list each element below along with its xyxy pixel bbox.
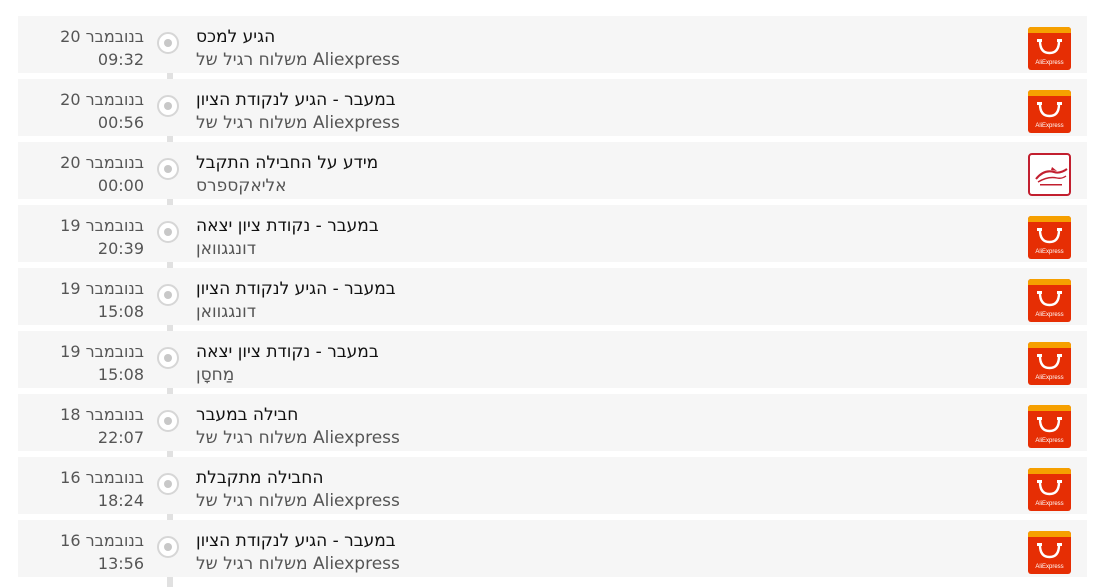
event-location: דונגגוואן xyxy=(196,302,256,322)
event-status: במעבר - הגיע לנקודת הציון xyxy=(196,531,396,551)
event-location: Aliexpress משלוח רגיל של xyxy=(196,113,400,133)
event-date: בנובמבר 18 xyxy=(60,405,144,424)
event-time: 13:56 xyxy=(97,554,144,573)
timeline-dot-icon xyxy=(157,347,179,369)
aliexpress-icon: AliExpress xyxy=(1028,468,1071,511)
event-time: 15:08 xyxy=(97,302,144,321)
aliexpress-logo-text: AliExpress xyxy=(1035,60,1064,66)
event-location: Aliexpress משלוח רגיל של xyxy=(196,428,400,448)
event-time: 00:56 xyxy=(97,113,144,132)
event-time: 15:08 xyxy=(97,365,144,384)
event-location: אליאקספרס xyxy=(196,176,287,196)
event-time: 00:00 xyxy=(97,176,144,195)
aliexpress-icon: AliExpress xyxy=(1028,90,1071,133)
event-date: בנובמבר 16 xyxy=(60,468,144,487)
timeline-dot-icon xyxy=(157,158,179,180)
event-status: הגיע למכס xyxy=(196,27,276,47)
tracking-timeline: בנובמבר 20 09:32 הגיע למכס Aliexpress מש… xyxy=(18,16,1087,587)
aliexpress-logo-text: AliExpress xyxy=(1035,312,1064,318)
event-status: במעבר - הגיע לנקודת הציון xyxy=(196,90,396,110)
event-location: דונגגוואן xyxy=(196,239,256,259)
timeline-dot-icon xyxy=(157,284,179,306)
event-status: חבילה במעבר xyxy=(196,405,299,425)
event-status: במעבר - הגיע לנקודת הציון xyxy=(196,279,396,299)
event-location: Aliexpress משלוח רגיל של xyxy=(196,491,400,511)
aliexpress-icon: AliExpress xyxy=(1028,279,1071,322)
event-time: 20:39 xyxy=(97,239,144,258)
aliexpress-icon: AliExpress xyxy=(1028,405,1071,448)
timeline-dot-icon xyxy=(157,410,179,432)
event-time: 22:07 xyxy=(97,428,144,447)
event-date: בנובמבר 20 xyxy=(60,90,144,109)
event-location: Aliexpress משלוח רגיל של xyxy=(196,554,400,574)
timeline-event: בנובמבר 19 15:08 במעבר - נקודת ציון יצאה… xyxy=(18,331,1087,388)
event-time: 18:24 xyxy=(97,491,144,510)
event-status: מידע על החבילה התקבל xyxy=(196,153,379,173)
aliexpress-logo-text: AliExpress xyxy=(1035,249,1064,255)
aliexpress-icon: AliExpress xyxy=(1028,216,1071,259)
timeline-event: בנובמבר 20 00:56 במעבר - הגיע לנקודת הצי… xyxy=(18,79,1087,136)
event-status: החבילה מתקבלת xyxy=(196,468,324,488)
timeline-dot-icon xyxy=(157,536,179,558)
timeline-event: בנובמבר 19 20:39 במעבר - נקודת ציון יצאה… xyxy=(18,205,1087,262)
timeline-event: בנובמבר 16 13:56 במעבר - הגיע לנקודת הצי… xyxy=(18,520,1087,577)
aliexpress-logo-text: AliExpress xyxy=(1035,501,1064,507)
event-location: מַחסָן xyxy=(196,365,235,385)
timeline-event: בנובמבר 20 09:32 הגיע למכס Aliexpress מש… xyxy=(18,16,1087,73)
timeline-event: בנובמבר 16 18:24 החבילה מתקבלת Aliexpres… xyxy=(18,457,1087,514)
event-status: במעבר - נקודת ציון יצאה xyxy=(196,342,379,362)
event-time: 09:32 xyxy=(97,50,144,69)
aliexpress-icon: AliExpress xyxy=(1028,27,1071,70)
aliexpress-icon: AliExpress xyxy=(1028,531,1071,574)
timeline-dot-icon xyxy=(157,221,179,243)
event-date: בנובמבר 19 xyxy=(60,216,144,235)
event-status: במעבר - נקודת ציון יצאה xyxy=(196,216,379,236)
event-date: בנובמבר 20 xyxy=(60,153,144,172)
event-location: Aliexpress משלוח רגיל של xyxy=(196,50,400,70)
post-carrier-icon xyxy=(1028,153,1071,196)
aliexpress-logo-text: AliExpress xyxy=(1035,375,1064,381)
timeline-event: בנובמבר 18 22:07 חבילה במעבר Aliexpress … xyxy=(18,394,1087,451)
event-date: בנובמבר 19 xyxy=(60,342,144,361)
timeline-event: בנובמבר 20 00:00 מידע על החבילה התקבל אל… xyxy=(18,142,1087,199)
aliexpress-logo-text: AliExpress xyxy=(1035,123,1064,129)
aliexpress-logo-text: AliExpress xyxy=(1035,564,1064,570)
timeline-dot-icon xyxy=(157,473,179,495)
timeline-dot-icon xyxy=(157,95,179,117)
aliexpress-logo-text: AliExpress xyxy=(1035,438,1064,444)
event-date: בנובמבר 20 xyxy=(60,27,144,46)
aliexpress-icon: AliExpress xyxy=(1028,342,1071,385)
event-date: בנובמבר 19 xyxy=(60,279,144,298)
timeline-dot-icon xyxy=(157,32,179,54)
event-date: בנובמבר 16 xyxy=(60,531,144,550)
timeline-event: בנובמבר 19 15:08 במעבר - הגיע לנקודת הצי… xyxy=(18,268,1087,325)
